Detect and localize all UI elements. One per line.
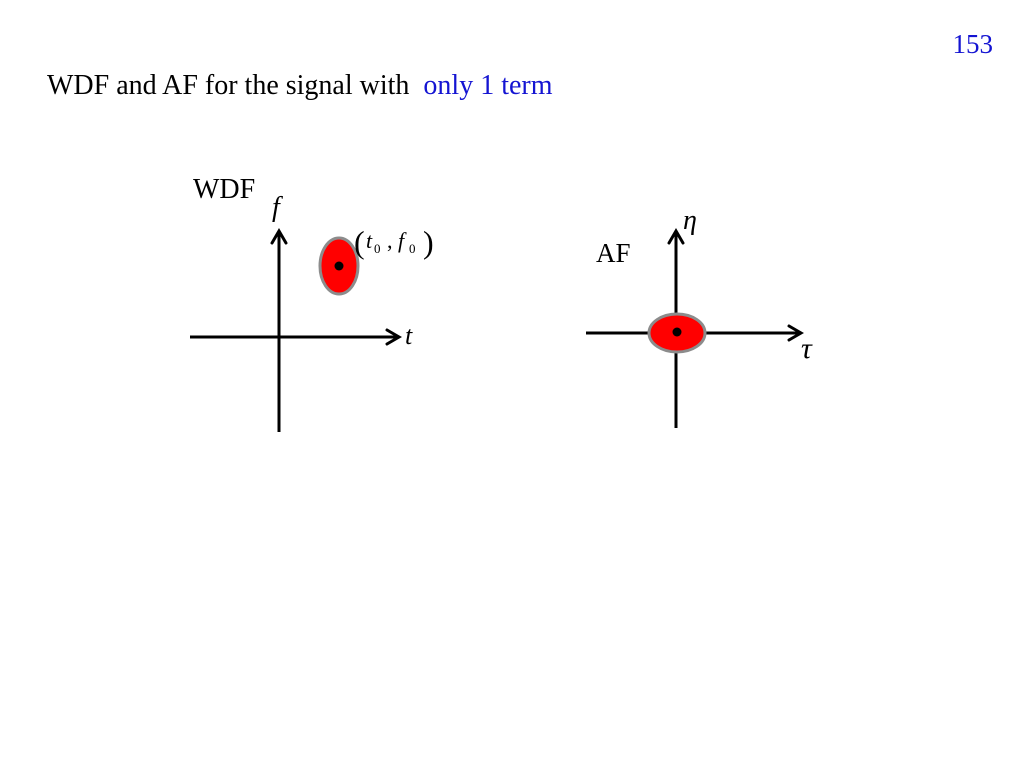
af-y-axis-arrowhead (667, 228, 685, 245)
af-y-axis-label: η (683, 205, 697, 236)
af-x-axis-label: τ (801, 332, 813, 365)
page-number: 153 (953, 29, 994, 59)
wdf-center-dot (334, 261, 344, 271)
point-label-f: f (398, 228, 407, 253)
wdf-label: WDF (193, 174, 255, 205)
point-label-f-subscript: 0 (409, 241, 416, 256)
af-label: AF (596, 238, 631, 268)
title-text: WDF and AF for the signal with (47, 70, 409, 101)
wdf-x-axis-arrowhead (385, 328, 402, 346)
wdf-y-axis-label: f (272, 192, 283, 223)
af-x-axis-arrowhead (787, 324, 804, 342)
slide-title: WDF and AF for the signal with only 1 te… (47, 70, 553, 101)
point-label-t: t (366, 228, 373, 253)
point-label-t-subscript: 0 (374, 241, 381, 256)
af-center-dot (672, 327, 682, 337)
wdf-point-label: ( t 0 , f 0 ) (354, 224, 434, 260)
af-diagram: AF η τ (586, 205, 813, 428)
wdf-y-axis-arrowhead (270, 228, 288, 245)
wdf-diagram: WDF f t ( t 0 , f 0 ) (190, 174, 434, 432)
point-label-close-paren: ) (423, 224, 434, 260)
point-label-comma: , (387, 228, 393, 253)
title-highlight: only 1 term (423, 70, 552, 101)
point-label-open-paren: ( (354, 224, 365, 260)
wdf-x-axis-label: t (405, 321, 413, 350)
